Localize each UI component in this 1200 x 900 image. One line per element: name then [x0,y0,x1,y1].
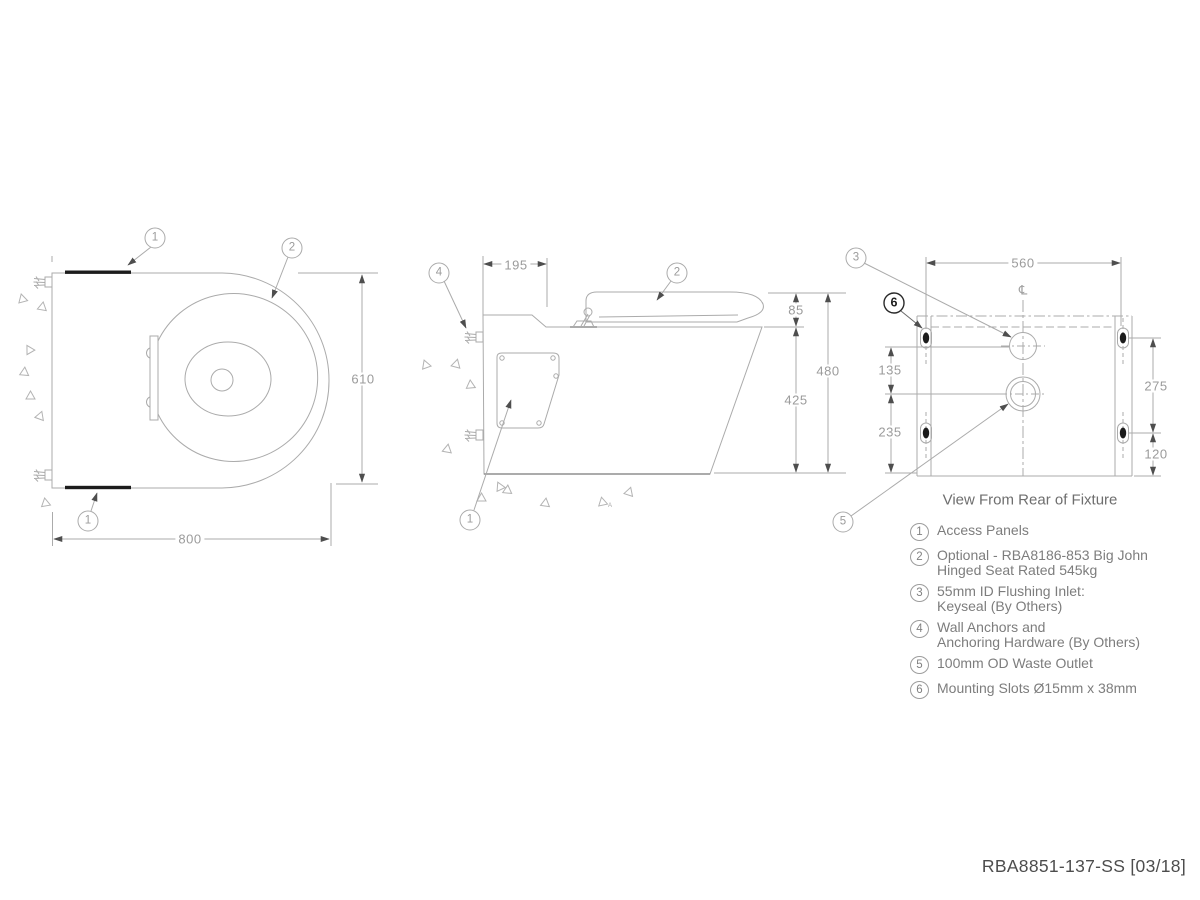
callout-1-label: 1 [151,231,159,244]
wall-anchor-icon [464,331,484,344]
legend-number-6: 6 [910,681,929,699]
dim-rear-outlet-height: 235 [875,425,905,439]
callout-4-label: 4 [435,266,443,279]
callout-5-label: 5 [839,515,847,528]
bowl-opening [184,341,272,417]
legend-text: 100mm OD Waste Outlet [937,655,1093,671]
legend-item-3: 3 55mm ID Flushing Inlet:Keyseal (By Oth… [910,584,1200,613]
legend-text: Mounting Slots Ø15mm x 38mm [937,680,1137,696]
drain-circle [210,368,234,392]
dim-side-seat-height: 85 [785,303,807,317]
callout-2-side [666,262,688,284]
legend-text: Access Panels [937,522,1029,538]
callout-3 [845,247,867,269]
legend-number-3: 3 [910,584,929,602]
wall-anchor-icon [33,276,53,289]
dim-rear-slot-spacing: 560 [1008,256,1038,270]
legend-number-1: 1 [910,523,929,541]
callout-3-label: 3 [852,251,860,264]
callout-6-label: 6 [890,295,898,310]
rear-view-caption: View From Rear of Fixture [942,491,1118,509]
centerline-symbol: ℄ [1018,283,1028,299]
access-panel-bottom [65,485,131,490]
dim-rear-slot-height: 120 [1141,447,1171,461]
legend-text: Keyseal (By Others) [937,597,1063,614]
legend-text: Anchoring Hardware (By Others) [937,633,1141,650]
legend-text: Wall Anchors and [937,619,1046,635]
callout-2-label: 2 [288,241,296,254]
sheet-title: RBA8851-137-SS [03/18] [981,856,1186,876]
wall-anchor-icon [33,469,53,482]
callout-2-label: 2 [673,266,681,279]
legend: 1 Access Panels 2 Optional - RBA8186-853… [910,523,1200,706]
hinged-seat-profile [570,291,764,328]
mounting-slots [920,327,1129,444]
access-panel-side [496,352,560,429]
dim-top-depth: 610 [348,372,378,386]
triangle-marker-letter: A [608,503,613,509]
dim-side-inlet-offset: 195 [501,258,531,272]
callout-2-top [281,237,303,259]
legend-text: Hinged Seat Rated 545kg [937,561,1098,578]
callout-1-label: 1 [84,514,92,527]
legend-number-2: 2 [910,548,929,566]
legend-text: 55mm ID Flushing Inlet: [937,583,1085,599]
callout-5 [832,511,854,533]
seat-outline-top [157,293,319,462]
dim-top-width: 800 [175,532,205,546]
dim-rear-slot-span: 275 [1141,379,1171,393]
top-view [16,227,378,546]
legend-number-5: 5 [910,656,929,674]
dim-rear-inlet-to-outlet: 135 [875,363,905,377]
callout-1-label: 1 [466,513,474,526]
rear-view [832,247,1161,533]
weld-markers [419,357,636,508]
legend-item-6: 6 Mounting Slots Ø15mm x 38mm [910,681,1200,699]
dim-side-overall-height: 480 [813,364,843,378]
wall-anchor-icon [464,429,484,442]
callout-4 [428,262,450,284]
legend-text: Optional - RBA8186-853 Big John [937,547,1148,563]
legend-item-1: 1 Access Panels [910,523,1200,541]
access-panel-top [65,270,131,274]
callout-6 [883,292,905,314]
callout-1-side [459,509,481,531]
callout-1-top [144,227,166,249]
side-view [419,256,846,531]
dim-side-bowl-height: 425 [781,393,811,407]
legend-number-4: 4 [910,620,929,638]
legend-item-5: 5 100mm OD Waste Outlet [910,656,1200,674]
callout-1-bottom [77,510,99,532]
